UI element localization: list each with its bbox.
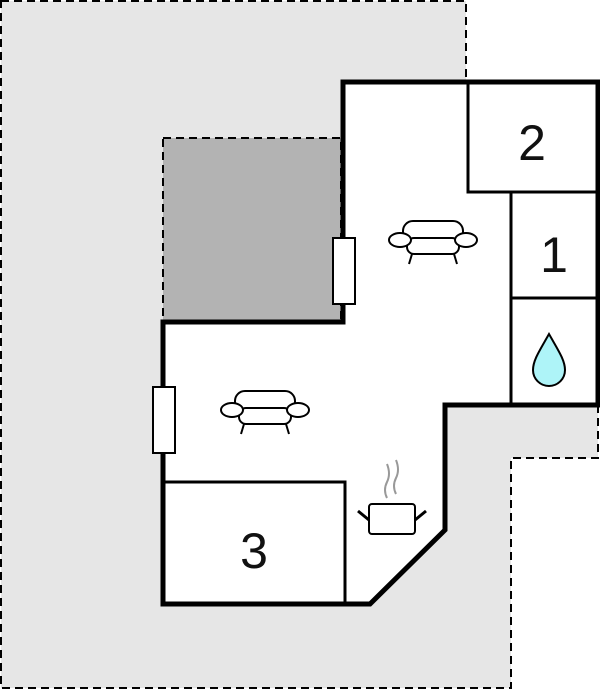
sofa-icon [220,390,310,435]
room-3: 3 [163,480,347,604]
room-1: 1 [509,192,598,405]
building-outline [160,79,600,607]
room-2: 2 [466,82,598,194]
room-1-label: 1 [540,227,568,283]
cooking-pot-icon [357,459,427,535]
water-drop-icon [531,331,567,387]
window [152,386,176,454]
room-3-label: 3 [240,523,268,579]
sofa-icon [388,220,478,265]
window [332,237,356,305]
room-2-label: 2 [518,115,546,171]
shaded-annex [162,137,342,323]
